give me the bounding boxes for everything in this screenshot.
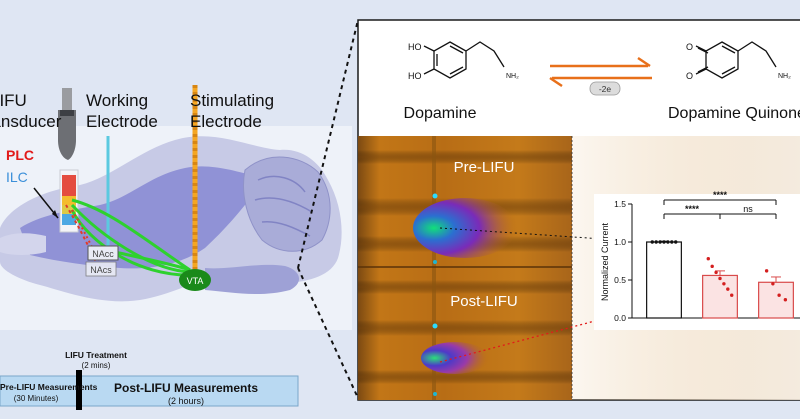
- chart-data-point: [710, 264, 714, 269]
- chart-ytick-label: 0.5: [614, 275, 626, 285]
- quinone-structure: [695, 41, 777, 79]
- nac-core-label: NAcc: [92, 249, 114, 259]
- chart-data-point: [783, 298, 788, 302]
- plc-label: PLC: [6, 147, 34, 163]
- vta-label: VTA: [187, 276, 204, 286]
- bar-chart: 0.0 0.5 1.0 1.5 **** **** ns: [614, 190, 800, 323]
- treatment-marker: [76, 370, 82, 410]
- transducer-label-2: Transducer: [0, 112, 62, 131]
- chart-bar: [758, 281, 794, 319]
- transducer-body: [58, 110, 76, 160]
- sig-label: ****: [713, 190, 728, 200]
- chart-bar: [646, 241, 682, 319]
- nac-shell-box: [85, 261, 117, 277]
- stimulating-electrode-label-1: Stimulating: [190, 91, 274, 110]
- sig-label: ns: [743, 204, 753, 214]
- quinone-o-2: O: [686, 71, 693, 81]
- working-electrode-label-2: Electrode: [86, 112, 158, 131]
- nac-core-box: [87, 245, 119, 261]
- chart-ylabel: Normalized Current: [600, 222, 610, 301]
- transducer-handle: [62, 88, 72, 110]
- quinone-nh2: NH₂: [778, 73, 791, 80]
- chart-data-point: [670, 240, 674, 244]
- dopamine-structure: [423, 41, 505, 79]
- colorplot-pre: [358, 136, 572, 267]
- zoom-line-top: [297, 19, 359, 269]
- chart-data-point: [658, 240, 662, 244]
- transducer-cap: [60, 110, 74, 116]
- chart-ytick-label: 1.0: [614, 237, 626, 247]
- chart-bars: [646, 240, 794, 319]
- olfactory-bulb: [0, 233, 46, 255]
- chart-data-point: [654, 240, 658, 244]
- electron-badge: [589, 81, 621, 96]
- dopamine-nh2: NH₂: [506, 73, 519, 80]
- transducer-label-1: LIFU: [0, 91, 27, 110]
- ilc-label: ILC: [6, 169, 28, 185]
- reactant-label: Dopamine: [404, 105, 477, 122]
- pre-measurements-duration: (30 Minutes): [14, 394, 59, 403]
- working-electrode-label-1: Working: [86, 91, 148, 110]
- nac-shell-label: NAcs: [90, 265, 112, 275]
- equilibrium-arrows: [549, 56, 652, 88]
- dopamine-ho-1: HO: [408, 42, 422, 52]
- electron-label: -2e: [599, 84, 612, 94]
- ilc-projection: [71, 209, 101, 263]
- treatment-duration: (2 mins): [82, 361, 111, 370]
- chart-data-point: [777, 293, 781, 297]
- vta-node: [179, 269, 211, 291]
- dopamine-ho-2: HO: [408, 71, 422, 81]
- quinone-o-1: O: [686, 42, 693, 52]
- post-measurements-duration: (2 hours): [168, 396, 204, 406]
- chart-data-point: [730, 293, 734, 297]
- chart-data-point: [662, 240, 666, 244]
- chart-data-point: [706, 257, 710, 261]
- chart-data-point: [771, 282, 775, 286]
- chart-ytick-label: 1.5: [614, 199, 626, 209]
- chart-data-point: [714, 270, 718, 275]
- pre-measurements-label: Pre-LIFU Measurements: [0, 382, 98, 392]
- chart-ytick-label: 0.0: [614, 313, 626, 323]
- chart-significance: **** **** ns: [663, 190, 777, 219]
- post-lifu-label: Post-LIFU: [450, 293, 518, 310]
- pre-lifu-label: Pre-LIFU: [454, 159, 515, 176]
- chart-data-point: [722, 282, 726, 286]
- treatment-label: LIFU Treatment: [65, 350, 127, 360]
- chart-data-point: [650, 240, 654, 244]
- post-measurements-label: Post-LIFU Measurements: [114, 381, 258, 395]
- chart-data-point: [726, 287, 730, 291]
- timeline-bar: [0, 375, 299, 407]
- chart-data-point: [764, 269, 769, 273]
- brainstem: [205, 264, 300, 295]
- ilc-pointer-head: [52, 210, 58, 218]
- chart-data-point: [666, 240, 670, 244]
- sig-label: ****: [685, 204, 700, 214]
- brain-white-matter: [20, 166, 265, 269]
- colorplot-post: [358, 267, 572, 400]
- chart-data-point: [674, 240, 678, 244]
- plc-projection: [65, 204, 97, 263]
- stimulating-electrode-label-2: Electrode: [190, 112, 262, 131]
- product-label: Dopamine Quinone: [668, 105, 800, 122]
- chart-data-point: [718, 276, 722, 281]
